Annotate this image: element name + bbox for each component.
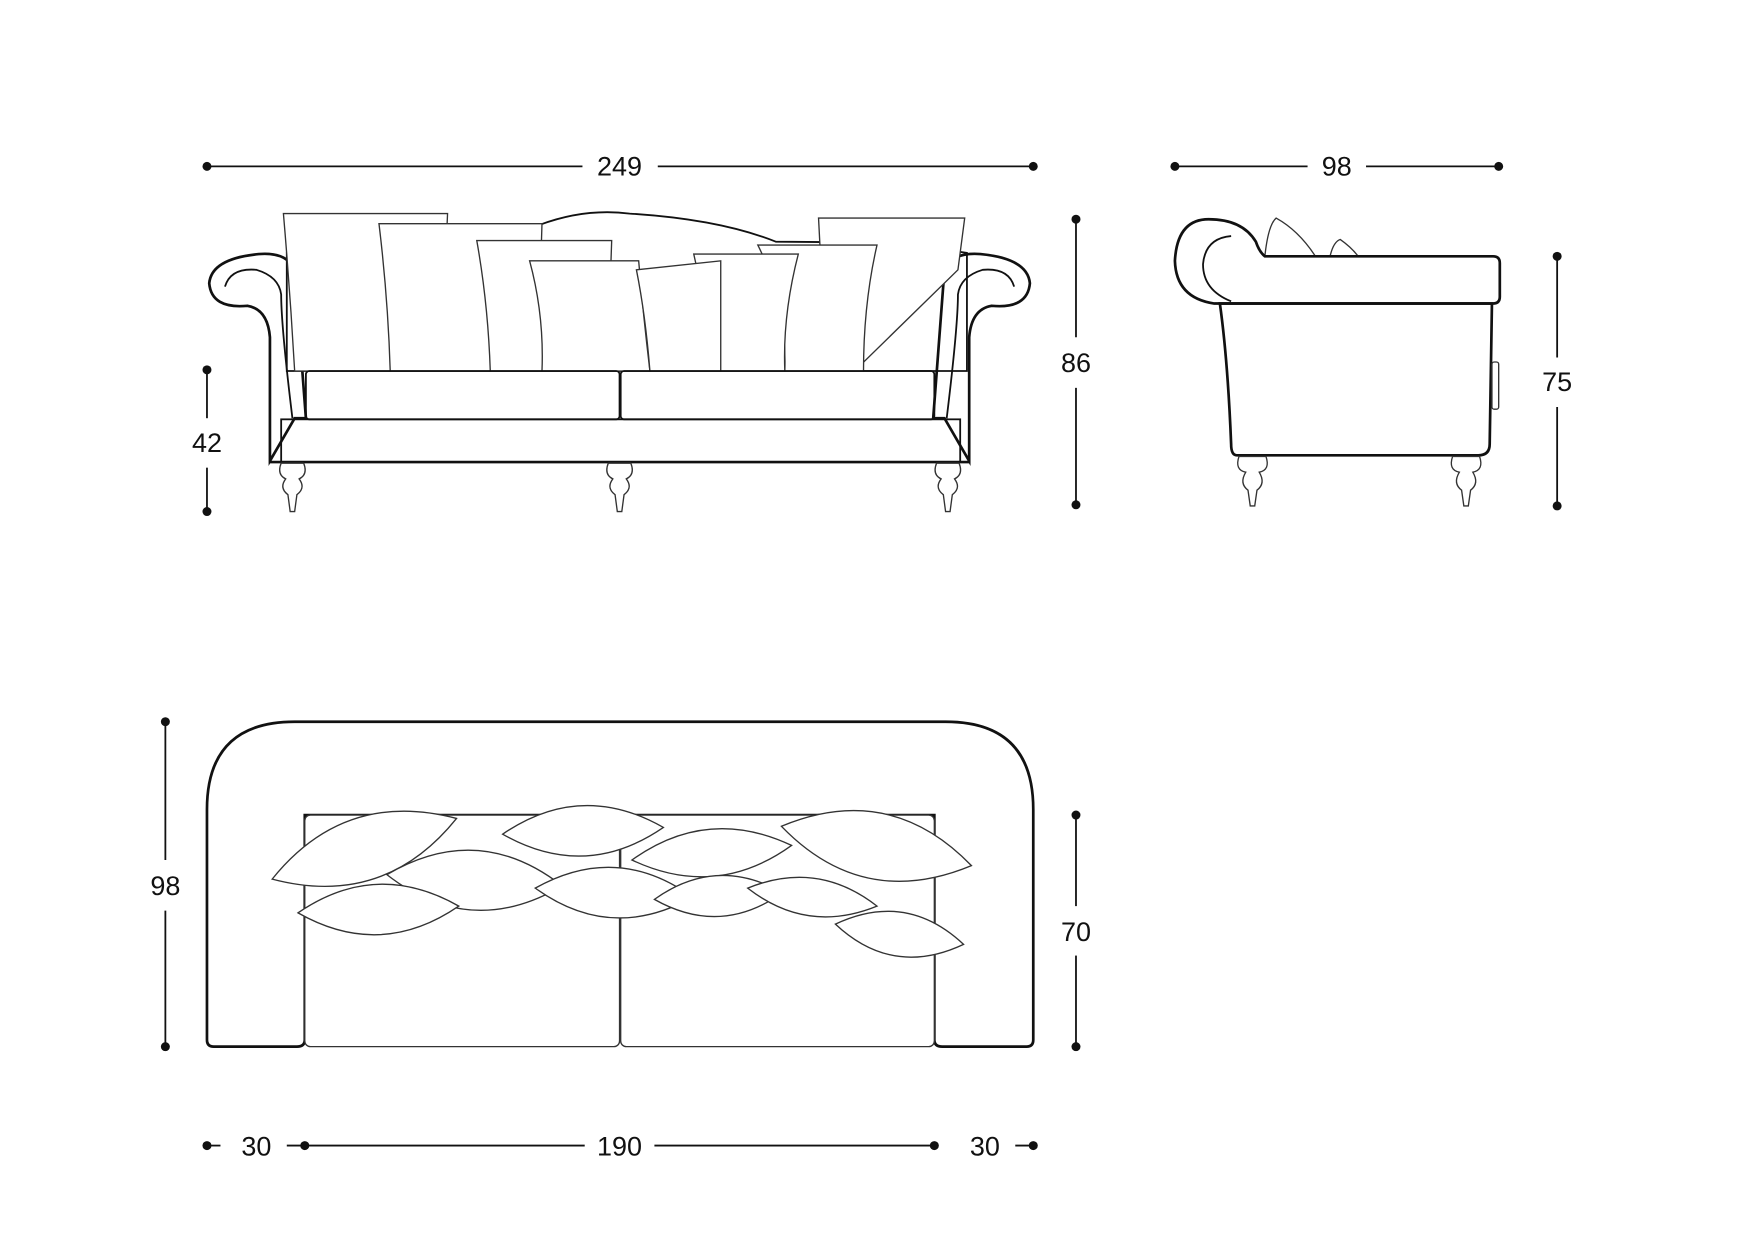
dimension-label-seat-width: 190 [597,1132,642,1162]
side-body [1218,302,1494,457]
side-arm-roll [1173,217,1502,305]
dimension-label-top-depth: 98 [150,871,180,901]
left-arm-scroll [224,268,294,419]
back-cushion [528,260,651,372]
dimension-label-arm-left: 30 [241,1132,271,1162]
back-cushion [635,260,722,372]
front-legs [279,462,962,513]
right-arm [931,252,1032,466]
dimension-label-width: 249 [597,151,642,181]
side-back-detail [1491,361,1500,410]
seat-cushion-left [305,370,621,421]
side-view: 98 75 [1170,151,1572,511]
dimension-top-widths: 30 190 30 [202,1132,1038,1162]
dimension-label-arm-height: 75 [1542,367,1572,397]
pillow [834,910,965,958]
right-arm-scroll [945,268,1016,419]
pillow [296,883,461,936]
seat-cushion-right [619,370,936,421]
sofa-base [280,418,962,463]
leg [1450,455,1482,507]
top-pillows [270,804,973,958]
dimension-label-seat-height: 42 [192,428,222,458]
front-view: 249 86 [192,151,1091,517]
top-outline [205,720,1035,1048]
pillow [780,809,973,882]
dimension-front-height: 86 [1061,214,1091,510]
dimension-label-side-depth: 98 [1322,151,1352,181]
leg [1237,455,1268,507]
dimension-label-arm-right: 30 [970,1132,1000,1162]
dimension-top-depth: 98 [150,717,180,1052]
top-view: 98 70 30 190 30 [150,717,1091,1162]
leg [279,462,306,513]
side-pillows [1264,217,1360,257]
left-arm [207,252,308,466]
leg [934,462,962,513]
dimension-arm-height: 75 [1542,251,1572,511]
pillow [746,876,879,918]
dimension-front-width: 249 [202,151,1038,181]
dimension-side-depth: 98 [1170,151,1504,181]
arm-roll-curve [1202,235,1232,303]
dimension-label-seat-depth: 70 [1061,917,1091,947]
dimension-seat-height: 42 [192,365,222,517]
pillow [501,804,665,857]
pillow [630,827,793,878]
dimension-label-height: 86 [1061,348,1091,378]
leg [606,462,633,513]
dimension-seat-depth: 70 [1061,810,1091,1052]
side-legs [1237,455,1482,507]
pillow [270,810,458,888]
back-cushions [282,212,966,372]
